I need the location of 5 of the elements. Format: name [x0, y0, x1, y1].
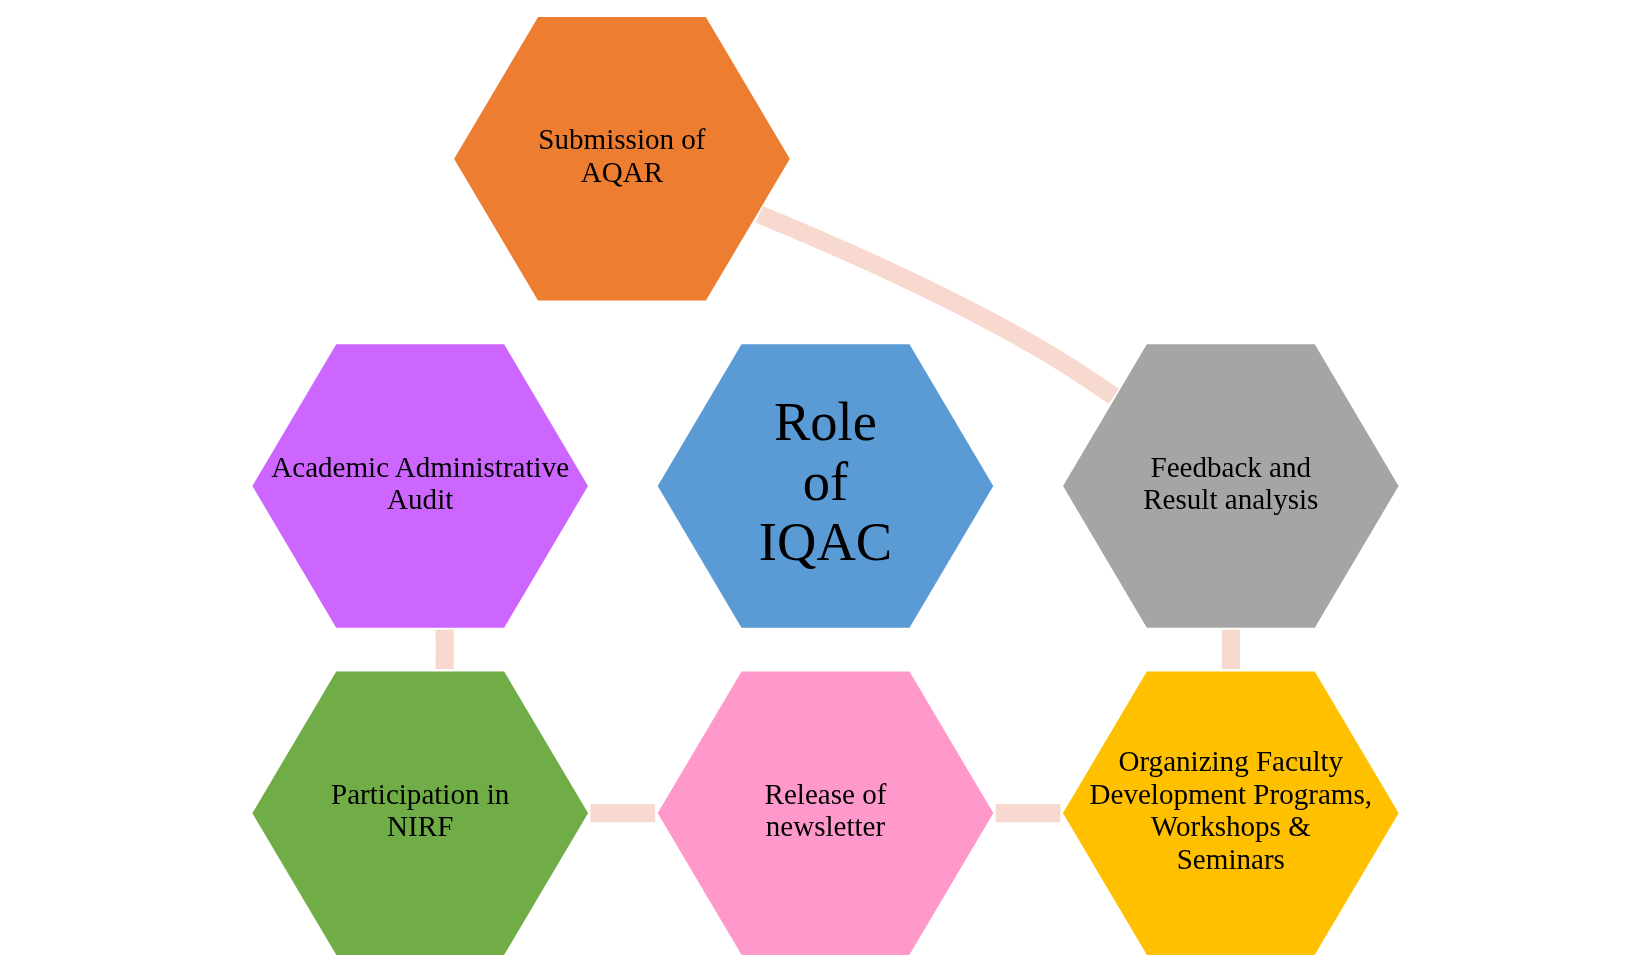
connector — [589, 804, 655, 823]
connector — [1221, 629, 1240, 670]
connector — [995, 804, 1060, 823]
connector — [755, 205, 1119, 404]
connector — [435, 629, 454, 670]
